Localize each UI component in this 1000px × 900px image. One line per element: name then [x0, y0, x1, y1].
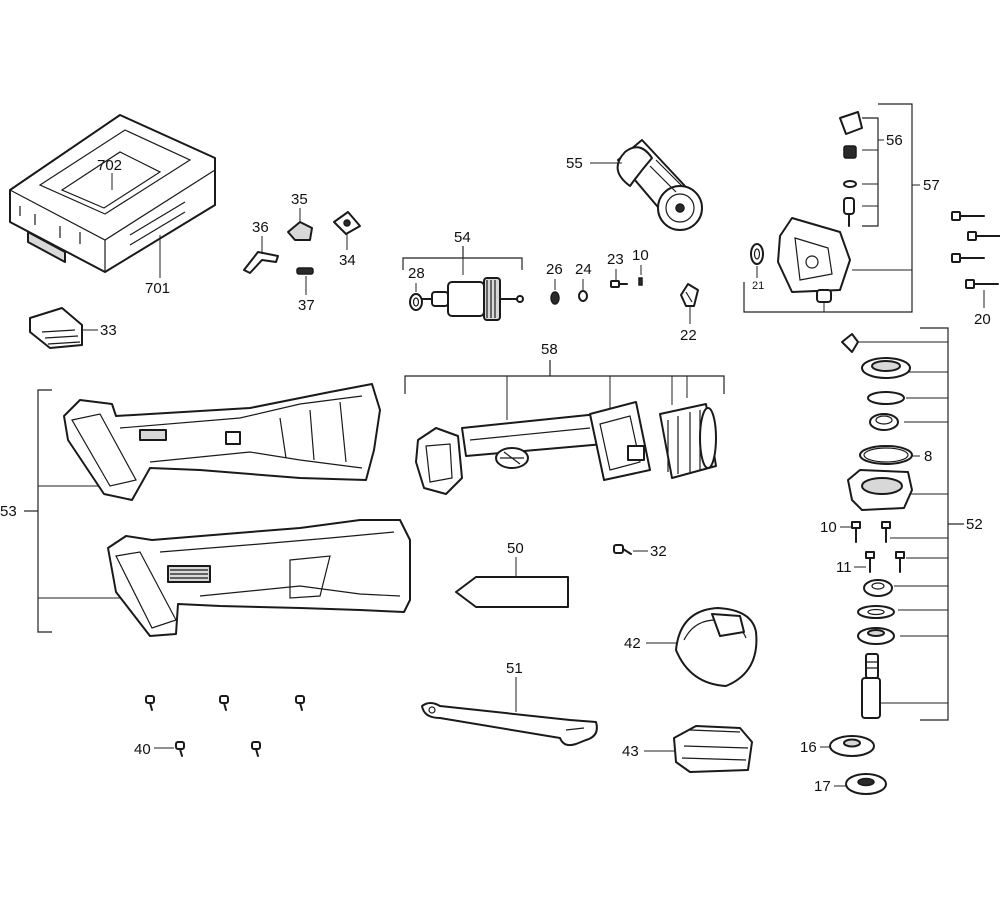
side-handle [616, 139, 703, 231]
callout-43: 43 [622, 743, 639, 760]
callout-17: 17 [814, 778, 831, 795]
callout-57: 57 [923, 177, 940, 194]
callout-53: 53 [0, 503, 17, 520]
callout-11: 11 [836, 559, 852, 576]
callout-33: 33 [100, 322, 117, 339]
callout-26: 26 [546, 261, 563, 278]
screw-32 [613, 544, 632, 555]
callout-34: 34 [339, 252, 356, 269]
guard-43 [673, 725, 753, 773]
callout-21: 21 [752, 280, 764, 292]
callout-22: 22 [680, 327, 697, 344]
bearing-28 [409, 293, 423, 311]
callout-702: 702 [97, 157, 122, 174]
callout-24: 24 [575, 261, 592, 278]
callout-10-top: 10 [632, 247, 649, 264]
callout-701: 701 [145, 280, 170, 297]
spanner-51 [421, 702, 598, 747]
callout-54: 54 [454, 229, 471, 246]
housing-half-upper [63, 383, 381, 501]
callout-52: 52 [966, 516, 983, 533]
callout-51: 51 [506, 660, 523, 677]
armature [419, 277, 524, 321]
carry-case [9, 114, 216, 273]
housing-half-lower [107, 519, 411, 637]
part-22 [680, 283, 699, 307]
screws-20 [951, 211, 1000, 289]
spindle-stack [841, 333, 913, 719]
part-36 [243, 251, 279, 274]
ring-26 [550, 291, 560, 305]
callout-16: 16 [800, 739, 817, 756]
part-33 [29, 307, 83, 349]
pin-10 [638, 277, 643, 286]
callout-28: 28 [408, 265, 425, 282]
screws-40 [145, 695, 305, 757]
callout-50: 50 [507, 540, 524, 557]
callout-58: 58 [541, 341, 558, 358]
callout-10-bottom: 10 [820, 519, 837, 536]
part-34 [333, 211, 361, 235]
callout-40: 40 [134, 741, 151, 758]
callout-56: 56 [886, 132, 903, 149]
callout-8: 8 [924, 448, 932, 465]
label-plate-50 [455, 576, 569, 608]
callout-37: 37 [298, 297, 315, 314]
callout-35: 35 [291, 191, 308, 208]
callout-32: 32 [650, 543, 667, 560]
gear-head-parts [750, 111, 863, 303]
callout-42: 42 [624, 635, 641, 652]
motor-switch-assembly [415, 401, 717, 495]
bearing-24 [578, 290, 588, 302]
flange-16 [829, 735, 875, 757]
guard-42 [675, 607, 758, 687]
flange-17 [845, 773, 887, 795]
callout-20: 20 [974, 311, 991, 328]
callout-36: 36 [252, 219, 269, 236]
callout-55: 55 [566, 155, 583, 172]
part-37 [296, 267, 314, 275]
screw-23 [610, 280, 628, 288]
part-35 [287, 221, 313, 241]
callout-23: 23 [607, 251, 624, 268]
